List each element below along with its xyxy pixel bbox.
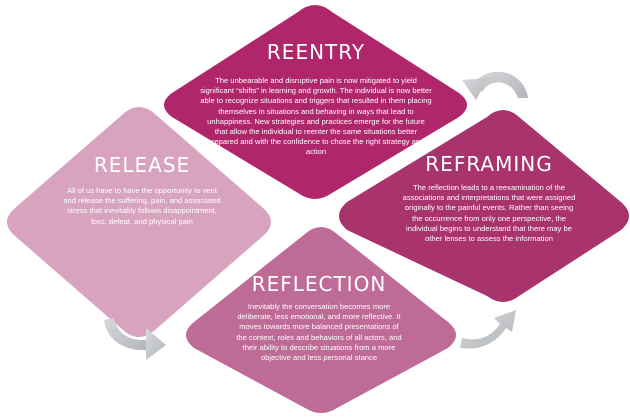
arrow-to-reframing-icon: [460, 310, 516, 349]
reentry-panel: REENTRY The unbearable and disruptive pa…: [200, 40, 432, 158]
reflection-panel: REFLECTION Inevitably the conversation b…: [234, 272, 404, 363]
reframing-title: REFRAMING: [425, 152, 553, 176]
release-body: All of us have to have the opportunity t…: [63, 186, 221, 226]
reframing-body: The reflection leads to a reexamination …: [402, 183, 576, 244]
reflection-title: REFLECTION: [251, 272, 387, 296]
reframing-diamond: [339, 110, 629, 302]
reframing-panel: REFRAMING The reflection leads to a reex…: [400, 152, 578, 244]
release-panel: RELEASE All of us have to have the oppor…: [62, 153, 222, 227]
arrow-to-reentry-icon: [462, 71, 528, 100]
reentry-title: REENTRY: [266, 40, 366, 64]
release-title: RELEASE: [93, 153, 191, 177]
reflection-body: Inevitably the conversation becomes more…: [236, 302, 402, 363]
arrow-to-reflection-icon: [104, 318, 166, 360]
reentry-body: The unbearable and disruptive pain is no…: [200, 76, 432, 157]
release-diamond: [7, 107, 271, 337]
reflection-diamond: [186, 227, 456, 413]
reentry-diamond: [164, 5, 467, 199]
